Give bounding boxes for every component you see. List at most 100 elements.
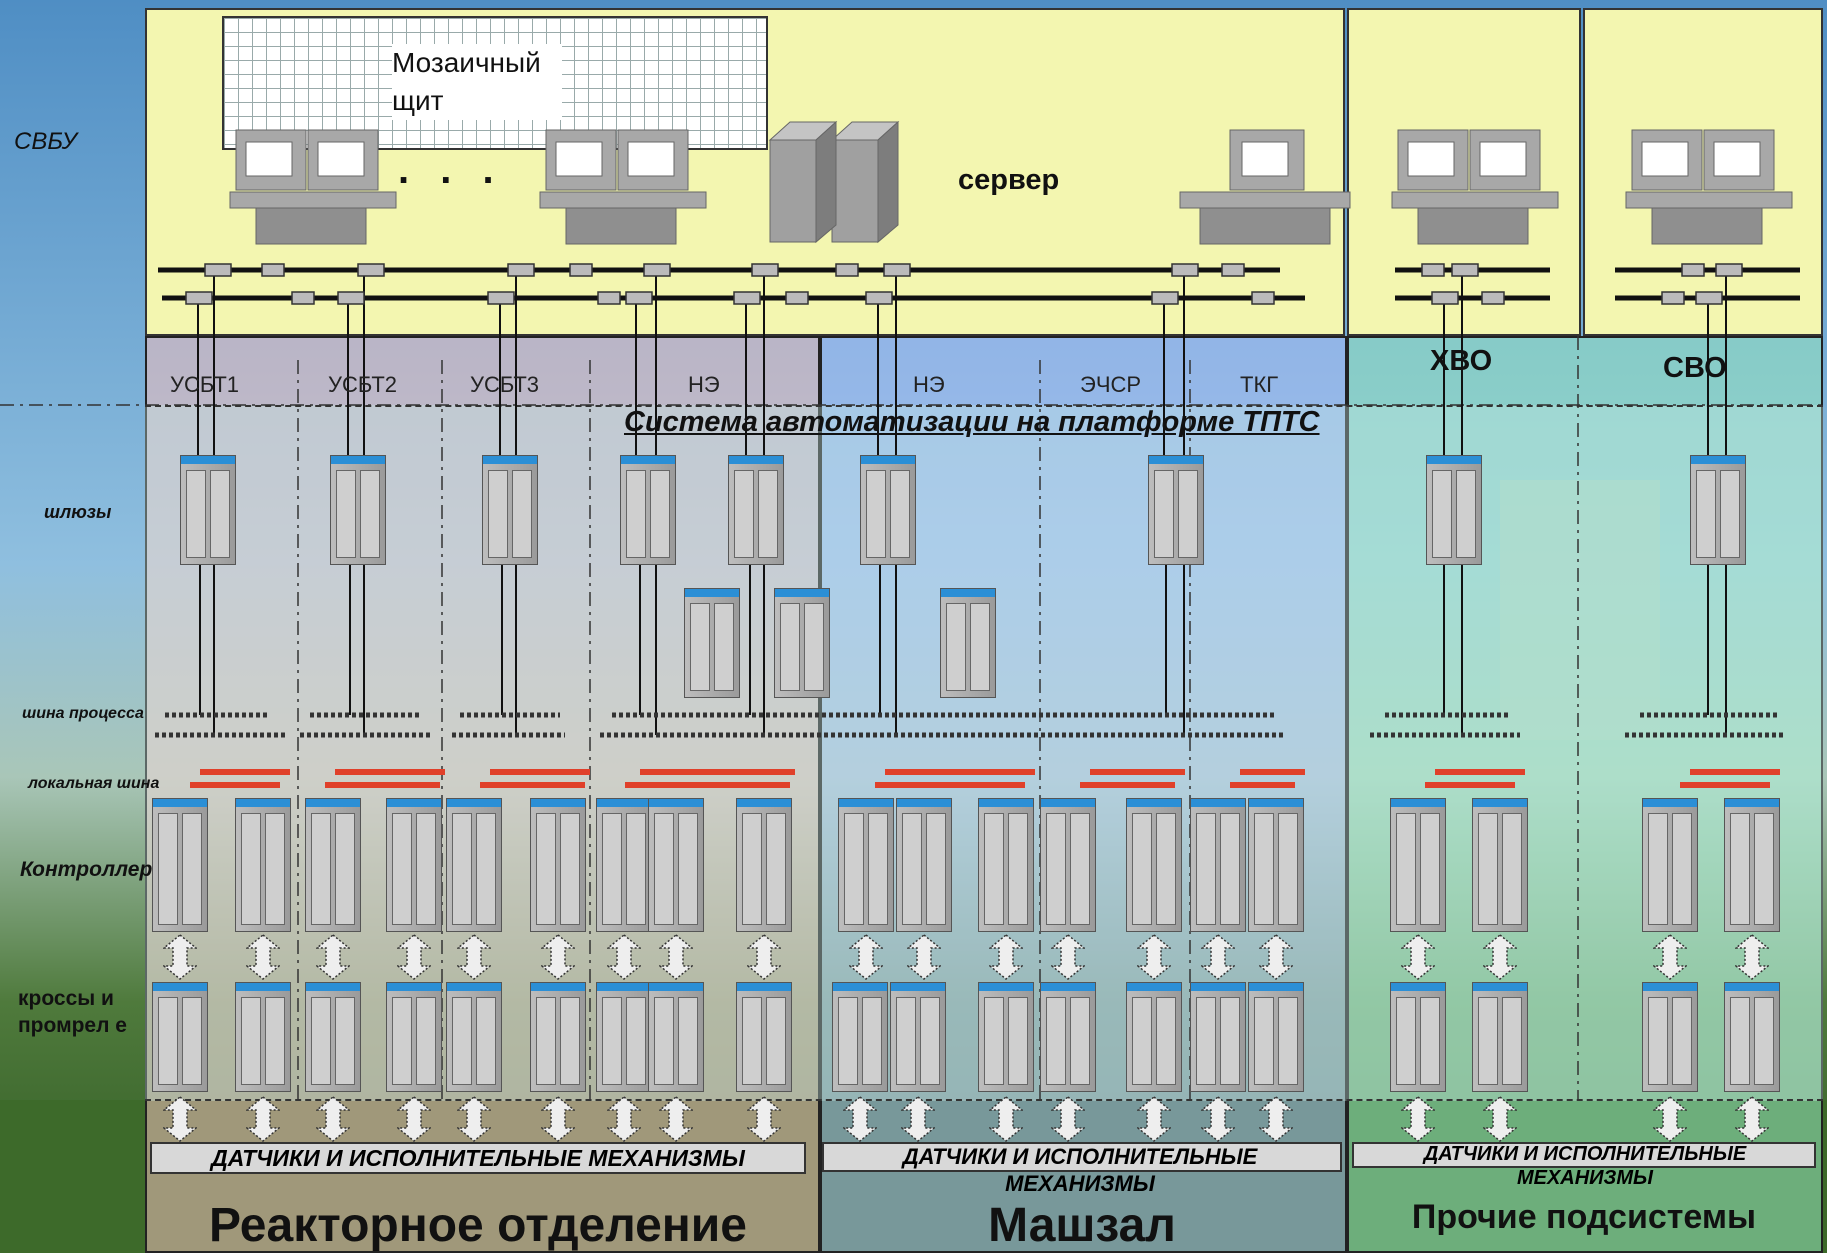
bidirectional-arrow-icon — [1483, 1096, 1517, 1142]
section-machine: Машзал — [822, 1198, 1342, 1253]
gateway-cabinet — [684, 588, 740, 698]
controller-cabinet — [596, 798, 652, 932]
gateway-cabinet — [1690, 455, 1746, 565]
bidirectional-arrow-icon — [1653, 934, 1687, 980]
bidirectional-arrow-icon — [989, 934, 1023, 980]
workstations — [0, 0, 1827, 340]
column-usbt1: УСБТ1 — [170, 372, 239, 398]
controller-cabinet — [648, 798, 704, 932]
controller-cabinet — [1390, 798, 1446, 932]
gateway-cabinet — [330, 455, 386, 565]
bidirectional-arrow-icon — [907, 934, 941, 980]
column-usbt2: УСБТ2 — [328, 372, 397, 398]
cross-cabinet — [1040, 982, 1096, 1092]
bidirectional-arrow-icon — [457, 934, 491, 980]
bidirectional-arrow-icon — [397, 1096, 431, 1142]
workstation-icon — [230, 130, 1792, 244]
bidirectional-arrow-icon — [1137, 1096, 1171, 1142]
bidirectional-arrow-icon — [246, 1096, 280, 1142]
controller-cabinet — [530, 798, 586, 932]
bidirectional-arrow-icon — [843, 1096, 877, 1142]
cross-cabinet — [386, 982, 442, 1092]
cross-cabinet — [305, 982, 361, 1092]
cross-cabinet — [1472, 982, 1528, 1092]
bidirectional-arrow-icon — [659, 934, 693, 980]
controller-cabinet — [235, 798, 291, 932]
bidirectional-arrow-icon — [397, 934, 431, 980]
controller-cabinet — [736, 798, 792, 932]
cross-cabinet — [235, 982, 291, 1092]
cross-cabinet — [1642, 982, 1698, 1092]
column-ne-right: НЭ — [913, 372, 945, 398]
local-bus-label: локальная шина — [28, 775, 159, 793]
bidirectional-arrow-icon — [747, 934, 781, 980]
bidirectional-arrow-icon — [457, 1096, 491, 1142]
cross-cabinet — [1126, 982, 1182, 1092]
bidirectional-arrow-icon — [1483, 934, 1517, 980]
gateway-cabinet — [860, 455, 916, 565]
cross-cabinet — [890, 982, 946, 1092]
controller-cabinet — [1126, 798, 1182, 932]
gateway-cabinet — [180, 455, 236, 565]
gateways-label: шлюзы — [44, 502, 111, 523]
bidirectional-arrow-icon — [1401, 934, 1435, 980]
cross-cabinet — [1190, 982, 1246, 1092]
section-other: Прочие подсистемы — [1352, 1198, 1816, 1237]
crosses-label: кроссы и промрел е — [18, 985, 128, 1039]
cross-cabinet — [648, 982, 704, 1092]
cross-cabinet — [152, 982, 208, 1092]
column-ne-left: НЭ — [688, 372, 720, 398]
system-title: Система автоматизации на платформе ТПТС — [624, 406, 1320, 439]
gateway-cabinet — [774, 588, 830, 698]
controller-cabinet — [1472, 798, 1528, 932]
column-tkg: ТКГ — [1240, 372, 1278, 398]
gateway-cabinet — [940, 588, 996, 698]
controller-cabinet — [1190, 798, 1246, 932]
cross-cabinet — [832, 982, 888, 1092]
controller-cabinet — [1724, 798, 1780, 932]
bidirectional-arrow-icon — [316, 934, 350, 980]
bidirectional-arrow-icon — [1259, 1096, 1293, 1142]
gateway-cabinet — [728, 455, 784, 565]
controller-cabinet — [305, 798, 361, 932]
bidirectional-arrow-icon — [607, 934, 641, 980]
bidirectional-arrow-icon — [849, 934, 883, 980]
gateway-cabinet — [1426, 455, 1482, 565]
cross-cabinet — [736, 982, 792, 1092]
controller-cabinet — [838, 798, 894, 932]
bidirectional-arrow-icon — [747, 1096, 781, 1142]
bidirectional-arrow-icon — [541, 934, 575, 980]
bidirectional-arrow-icon — [1735, 1096, 1769, 1142]
column-svo: СВО — [1663, 352, 1727, 385]
controller-cabinet — [896, 798, 952, 932]
cross-cabinet — [978, 982, 1034, 1092]
cross-cabinet — [530, 982, 586, 1092]
process-bus-label: шина процесса — [22, 705, 144, 723]
column-usbt3: УСБТ3 — [470, 372, 539, 398]
bidirectional-arrow-icon — [316, 1096, 350, 1142]
controller-cabinet — [978, 798, 1034, 932]
column-echsr: ЭЧСР — [1080, 372, 1141, 398]
bidirectional-arrow-icon — [607, 1096, 641, 1142]
bidirectional-arrow-icon — [163, 934, 197, 980]
sensors-other: ДАТЧИКИ И ИСПОЛНИТЕЛЬНЫЕ МЕХАНИЗМЫ — [1400, 1142, 1770, 1190]
controller-cabinet — [152, 798, 208, 932]
controller-cabinet — [1642, 798, 1698, 932]
bidirectional-arrow-icon — [541, 1096, 575, 1142]
controller-cabinet — [386, 798, 442, 932]
bidirectional-arrow-icon — [1201, 1096, 1235, 1142]
gateway-cabinet — [1148, 455, 1204, 565]
bidirectional-arrow-icon — [1051, 934, 1085, 980]
bidirectional-arrow-icon — [1653, 1096, 1687, 1142]
controllers-label: Контроллеры — [20, 858, 170, 882]
bidirectional-arrow-icon — [1259, 934, 1293, 980]
controller-cabinet — [1248, 798, 1304, 932]
bidirectional-arrow-icon — [163, 1096, 197, 1142]
section-reactor: Реакторное отделение — [150, 1198, 806, 1253]
cross-cabinet — [446, 982, 502, 1092]
sensors-machine: ДАТЧИКИ И ИСПОЛНИТЕЛЬНЫЕ МЕХАНИЗМЫ — [880, 1143, 1280, 1197]
column-hvo: ХВО — [1430, 345, 1492, 378]
bidirectional-arrow-icon — [1401, 1096, 1435, 1142]
bidirectional-arrow-icon — [659, 1096, 693, 1142]
bidirectional-arrow-icon — [1051, 1096, 1085, 1142]
